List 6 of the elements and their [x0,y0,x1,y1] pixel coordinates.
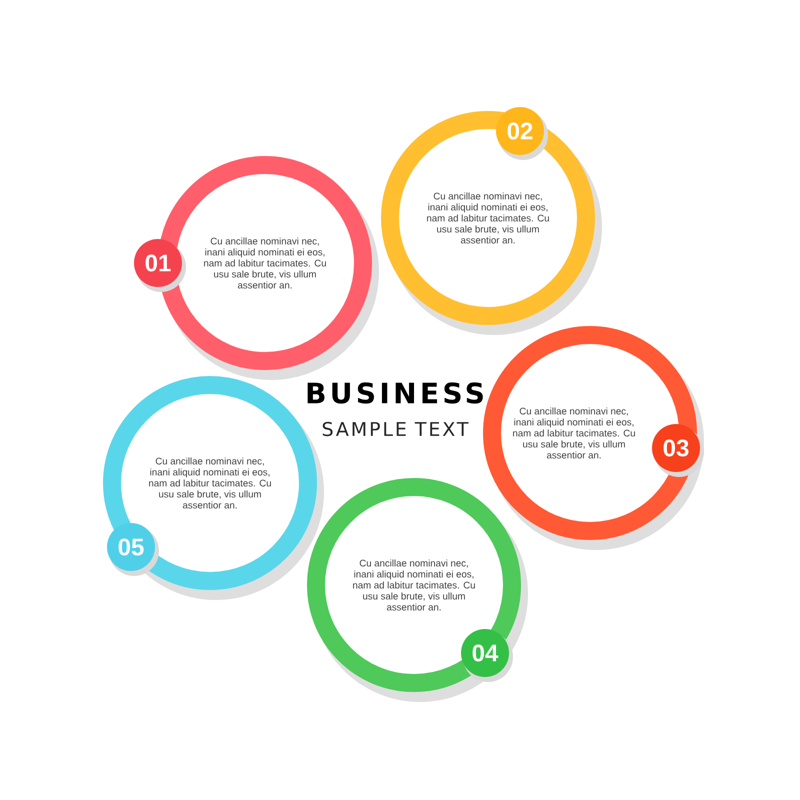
number-badge: 04 [461,629,513,682]
number-badge: 05 [107,523,159,576]
number-badge: 03 [652,424,704,477]
number-badge: 02 [496,107,548,160]
subtitle: SAMPLE TEXT [322,422,468,436]
number-badge: 01 [134,239,186,292]
